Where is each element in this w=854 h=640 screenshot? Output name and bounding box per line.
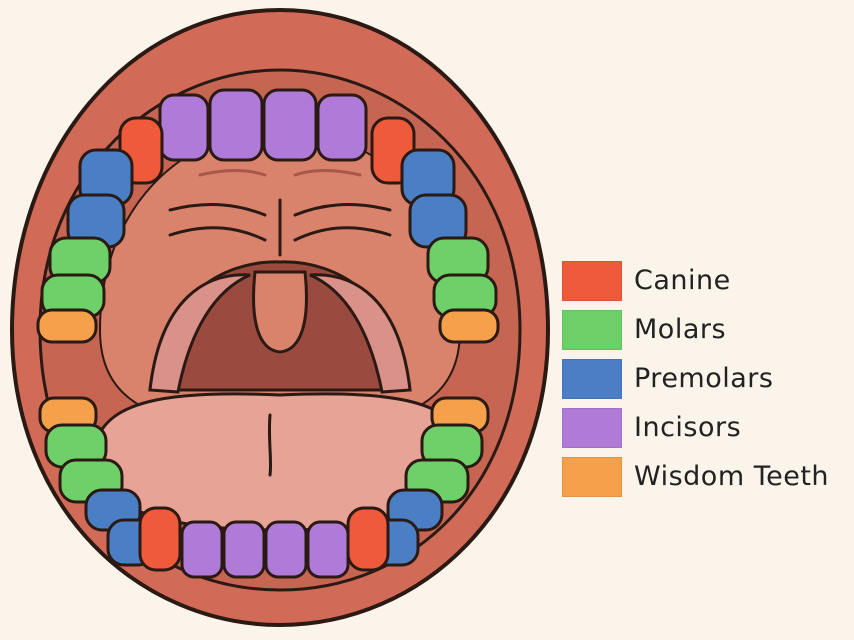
uvula xyxy=(254,272,307,352)
legend: Canine Molars Premolars Incisors Wisdom … xyxy=(562,256,852,501)
tongue-groove xyxy=(269,415,270,475)
wisdom-tooth xyxy=(38,310,96,342)
incisor-tooth xyxy=(264,90,316,160)
legend-swatch-wisdom-teeth xyxy=(562,457,622,497)
incisor-tooth xyxy=(210,90,262,160)
incisor-tooth xyxy=(308,522,348,577)
legend-label-incisors: Incisors xyxy=(634,412,741,443)
legend-label-molars: Molars xyxy=(634,314,726,345)
legend-label-canine: Canine xyxy=(634,265,731,296)
incisor-tooth xyxy=(224,522,264,577)
mouth-diagram xyxy=(0,0,560,640)
canine-tooth xyxy=(140,508,180,570)
legend-item-canine: Canine xyxy=(562,256,852,305)
canine-tooth xyxy=(348,508,388,570)
legend-item-premolars: Premolars xyxy=(562,354,852,403)
legend-item-incisors: Incisors xyxy=(562,403,852,452)
legend-swatch-molars xyxy=(562,310,622,350)
legend-swatch-canine xyxy=(562,261,622,301)
legend-item-wisdom-teeth: Wisdom Teeth xyxy=(562,452,852,501)
legend-label-premolars: Premolars xyxy=(634,363,773,394)
legend-item-molars: Molars xyxy=(562,305,852,354)
incisor-tooth xyxy=(266,522,306,577)
legend-swatch-incisors xyxy=(562,408,622,448)
legend-swatch-premolars xyxy=(562,359,622,399)
legend-label-wisdom-teeth: Wisdom Teeth xyxy=(634,461,829,492)
wisdom-tooth xyxy=(440,310,498,342)
incisor-tooth xyxy=(318,95,366,160)
incisor-tooth xyxy=(160,95,208,160)
incisor-tooth xyxy=(182,522,222,577)
